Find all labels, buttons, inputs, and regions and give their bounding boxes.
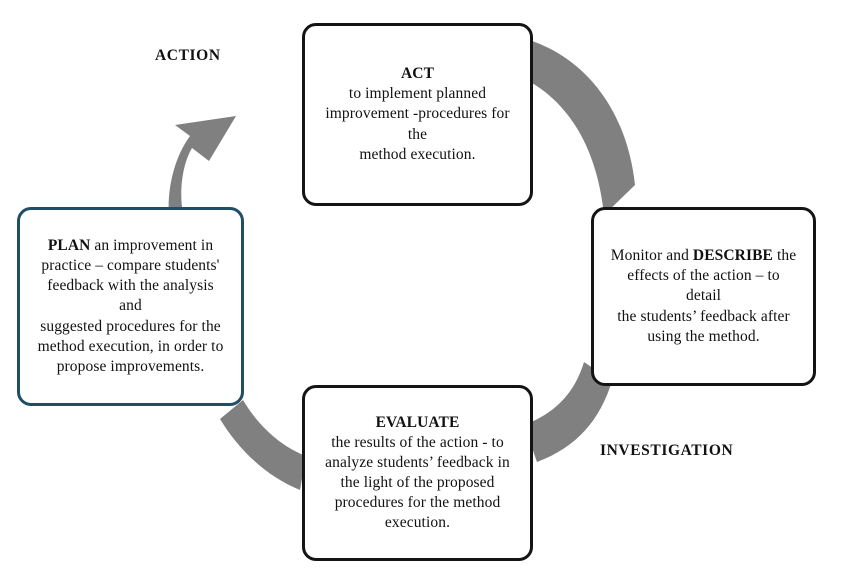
node-plan-line1-post: an improvement in xyxy=(90,237,214,254)
node-evaluate-line4: procedures for the method xyxy=(334,494,501,512)
node-plan-line6: propose improvements. xyxy=(56,357,205,375)
node-act-heading: ACT xyxy=(400,65,435,83)
node-act-line3: method execution. xyxy=(359,145,476,163)
node-plan-heading: PLAN xyxy=(47,237,91,254)
node-evaluate-text: EVALUATE the results of the action - to … xyxy=(311,413,524,534)
arrow-evaluate-to-plan xyxy=(220,400,306,490)
node-plan[interactable]: PLAN an improvement in practice – compar… xyxy=(17,207,244,406)
node-evaluate-line3: the light of the proposed xyxy=(340,474,495,491)
node-describe-line1-pre: Monitor and xyxy=(610,247,693,265)
stage-label-action: ACTION xyxy=(155,47,221,64)
node-act-text: ACT to implement planned improvement -pr… xyxy=(305,64,530,165)
node-describe[interactable]: Monitor and DESCRIBE the effects of the … xyxy=(591,207,816,386)
node-describe-line2: effects of the action – to detail xyxy=(627,267,780,305)
node-act-line2: improvement -procedures for the xyxy=(325,105,510,143)
node-describe-line4: using the method. xyxy=(647,327,760,345)
node-plan-line4: suggested procedures for the xyxy=(40,317,221,335)
node-plan-line3: feedback with the analysis and xyxy=(47,277,214,315)
node-plan-text: PLAN an improvement in practice – compar… xyxy=(20,236,241,377)
node-evaluate-line1: the results of the action - to xyxy=(331,433,504,451)
stage-label-investigation: INVESTIGATION xyxy=(600,442,734,459)
node-describe-heading: DESCRIBE xyxy=(692,247,773,265)
node-describe-line3: the students’ feedback after xyxy=(617,307,790,325)
node-evaluate-heading: EVALUATE xyxy=(375,413,460,431)
node-describe-text: Monitor and DESCRIBE the effects of the … xyxy=(594,246,813,347)
node-evaluate-line5: execution. xyxy=(384,514,451,532)
node-evaluate[interactable]: EVALUATE the results of the action - to … xyxy=(302,385,533,561)
node-plan-line2: practice – compare students' xyxy=(41,257,220,275)
node-act-line1: to implement planned xyxy=(348,85,487,103)
node-evaluate-line2: analyze students’ feedback in xyxy=(325,453,510,471)
arrow-plan-to-act xyxy=(168,116,236,216)
node-plan-line5: method execution, in order to xyxy=(37,337,224,355)
node-describe-line1-post: the xyxy=(772,247,797,265)
node-act[interactable]: ACT to implement planned improvement -pr… xyxy=(302,23,533,206)
